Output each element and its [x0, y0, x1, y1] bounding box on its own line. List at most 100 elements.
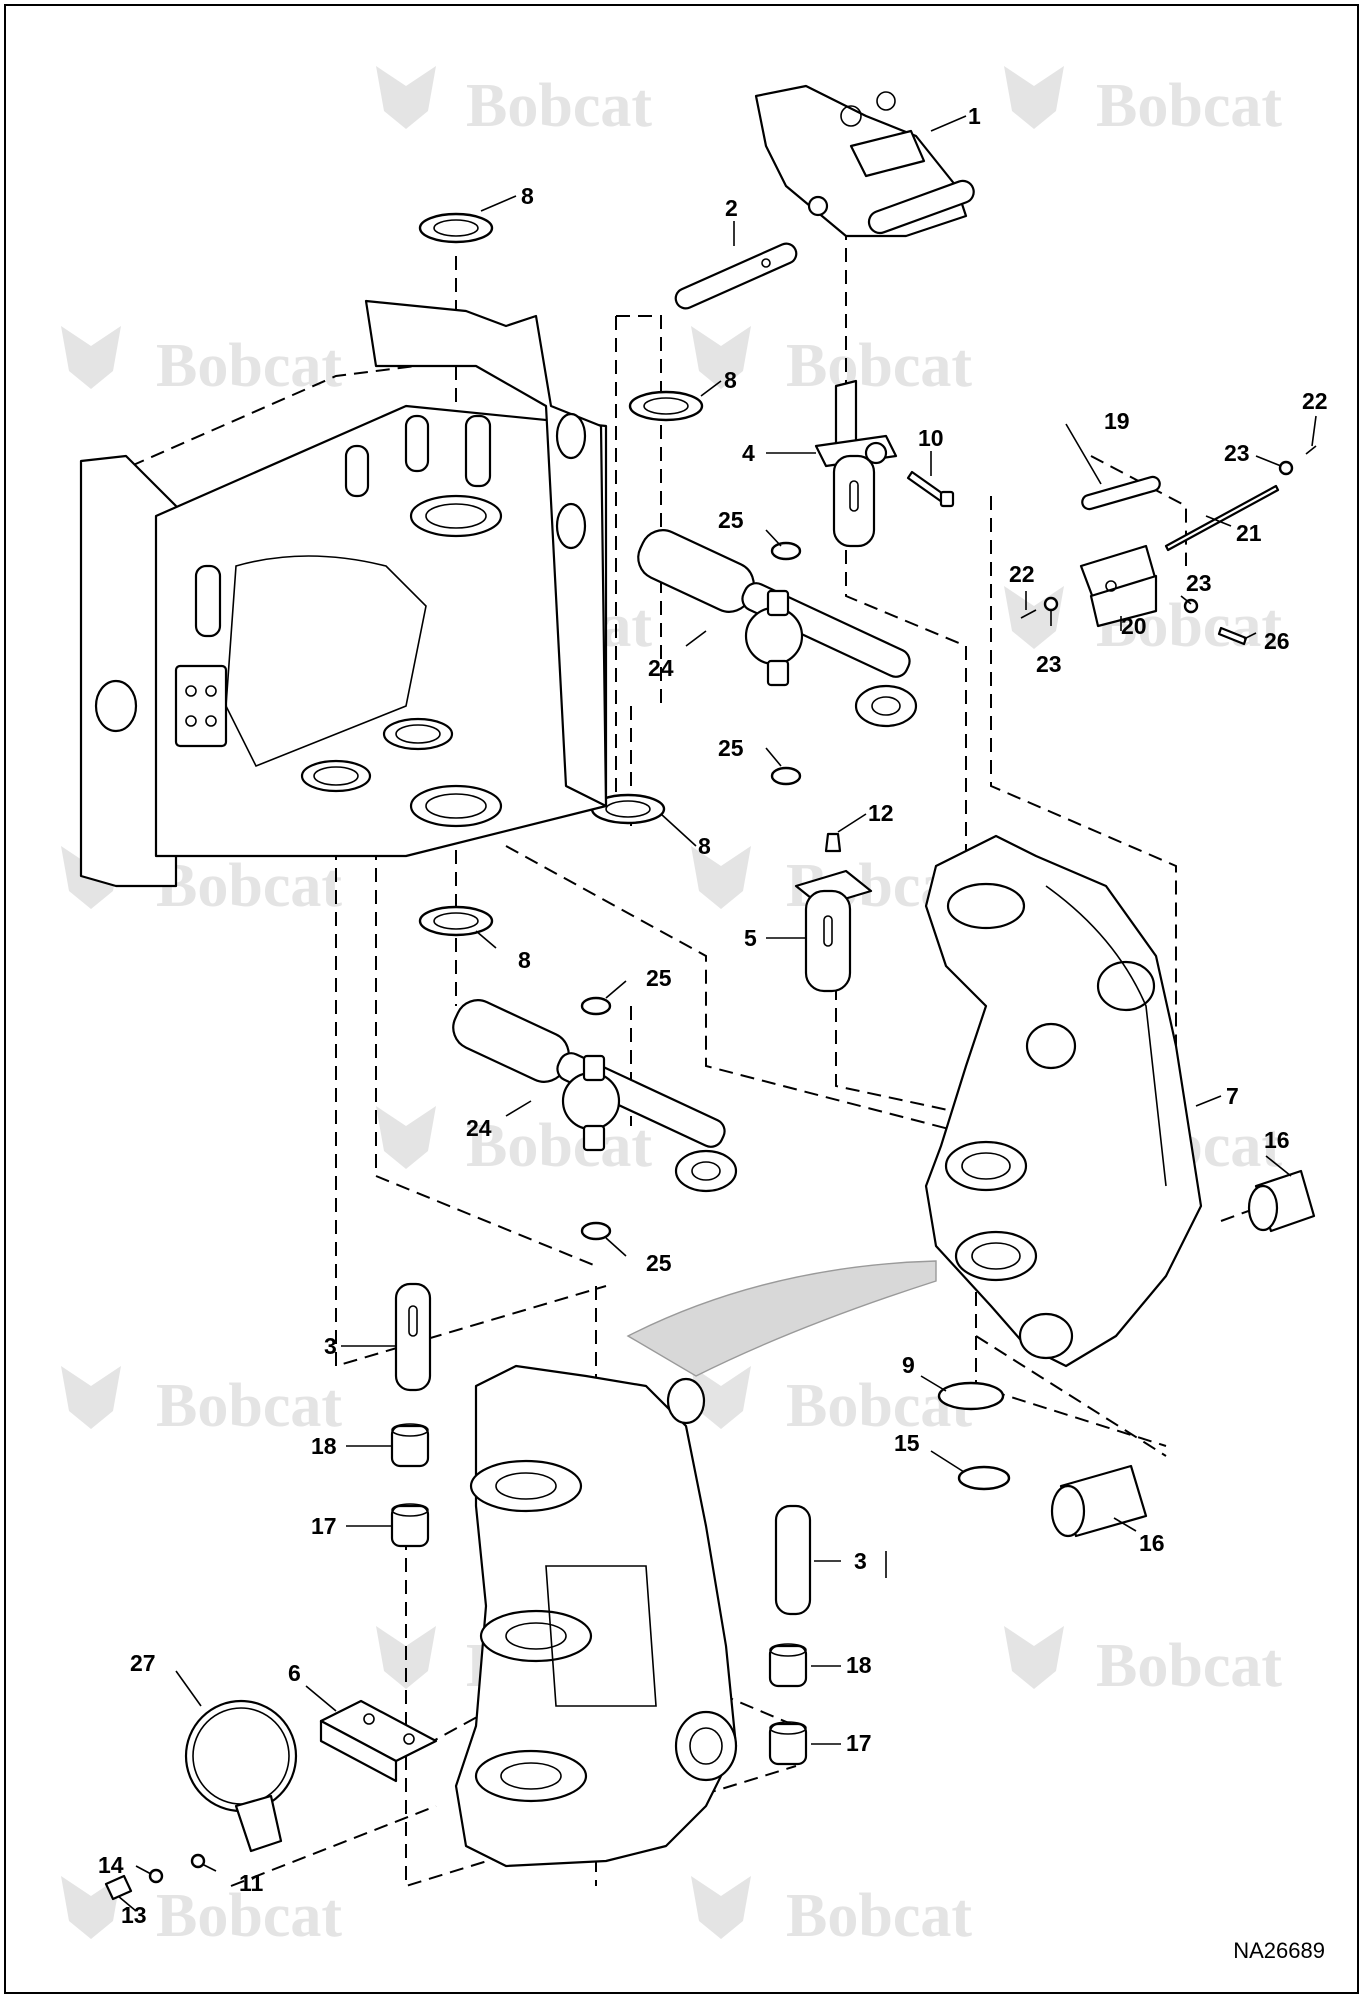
part-25-oring	[580, 996, 612, 1016]
callout-label: 4	[742, 440, 755, 466]
callout-label: 5	[744, 925, 757, 951]
part-15-snap-ring	[957, 1465, 1011, 1491]
part-25-oring	[770, 541, 802, 561]
part-2-pin	[674, 242, 798, 310]
callout-label: 15	[894, 1430, 920, 1456]
callout-label: 17	[846, 1730, 872, 1756]
svg-text:Bobcat: Bobcat	[786, 1882, 972, 1950]
diagram-frame: Bobcat Bobcat Bobcat Bobcat Bobcat Bobca…	[4, 4, 1359, 1994]
part-16-bushing-bottom	[1050, 1464, 1148, 1538]
part-18-bushing-left	[390, 1423, 430, 1468]
part-25-oring	[580, 1221, 612, 1241]
part-3-pin-right	[774, 1504, 812, 1616]
svg-text:Bobcat: Bobcat	[786, 332, 972, 400]
detail-highlight	[626, 1260, 937, 1377]
callout-label: 18	[846, 1652, 872, 1678]
watermark: Bobcat	[691, 1366, 972, 1440]
part-26-bolt	[1217, 626, 1248, 646]
part-22-cotter-top	[1305, 445, 1317, 455]
callout-label: 18	[311, 1433, 337, 1459]
part-8-washer-right	[590, 793, 666, 825]
watermark: Bobcat	[376, 66, 652, 140]
part-13-bolt	[104, 1874, 133, 1901]
watermark: Bobcat	[1004, 66, 1282, 140]
part-27-shield	[184, 1699, 298, 1853]
part-10-bolt	[906, 470, 955, 508]
callout-label: 24	[466, 1115, 492, 1141]
callout-label: 27	[130, 1650, 156, 1676]
svg-text:Bobcat: Bobcat	[466, 1112, 652, 1180]
part-24-cylinder-upper	[637, 529, 918, 728]
watermark: Bobcat	[61, 1366, 342, 1440]
callout-label: 8	[698, 833, 711, 859]
part-14-washer	[148, 1868, 164, 1884]
svg-text:Bobcat: Bobcat	[156, 1882, 342, 1950]
callout-label: 9	[902, 1352, 915, 1378]
callout-label: 16	[1139, 1530, 1165, 1556]
part-19-pin	[1081, 475, 1161, 511]
part-8-washer-mid	[628, 390, 704, 422]
callout-label: 3	[854, 1548, 867, 1574]
svg-text:Bobcat: Bobcat	[156, 1372, 342, 1440]
watermark: Bobcat	[376, 1106, 652, 1180]
part-6-bracket-plate	[319, 1699, 438, 1783]
callout-label: 7	[1226, 1083, 1239, 1109]
exploded-parts-diagram: Bobcat Bobcat Bobcat Bobcat Bobcat Bobca…	[61, 66, 1328, 1950]
callout-label: 25	[718, 735, 744, 761]
part-20-latch-block	[1079, 544, 1158, 628]
part-4-pivot-pin	[814, 379, 898, 548]
part-17-bushing-left	[390, 1503, 430, 1548]
watermark: Bobcat	[61, 326, 342, 400]
callout-label: 8	[521, 183, 534, 209]
callout-label: 19	[1104, 408, 1130, 434]
svg-text:Bobcat: Bobcat	[156, 332, 342, 400]
svg-text:Bobcat: Bobcat	[1096, 1632, 1282, 1700]
part-5-pivot-pin	[794, 869, 873, 993]
svg-text:Bobcat: Bobcat	[156, 852, 342, 920]
part-9-ring	[937, 1381, 1005, 1411]
callout-label: 16	[1264, 1127, 1290, 1153]
callout-labels: 1 2 3 3 4 5 6 7 8 8 8 8 9 10 11 12 13 14…	[98, 103, 1328, 1928]
part-22-cotter-left	[1020, 609, 1037, 619]
callout-label: 13	[121, 1902, 147, 1928]
callout-label: 24	[648, 655, 674, 681]
callout-label: 3	[324, 1333, 337, 1359]
part-25-oring	[770, 766, 802, 786]
callout-label: 1	[968, 103, 981, 129]
callout-label: 25	[718, 507, 744, 533]
callout-label: 20	[1121, 613, 1147, 639]
mount-frame	[79, 299, 608, 888]
callout-label: 26	[1264, 628, 1290, 654]
part-3-pin-left	[394, 1282, 432, 1392]
part-23-washer-left	[1043, 596, 1059, 612]
callout-label: 25	[646, 965, 672, 991]
watermark: Bobcat	[1004, 1626, 1282, 1700]
part-18-bushing-right	[768, 1643, 808, 1688]
callout-label: 22	[1302, 388, 1328, 414]
part-8-washer-top	[418, 212, 494, 244]
callout-label: 12	[868, 800, 894, 826]
drawing-id-label: NA26689	[1233, 1938, 1325, 1963]
callout-label: 23	[1036, 651, 1062, 677]
callout-label: 17	[311, 1513, 337, 1539]
callout-label: 8	[518, 947, 531, 973]
callout-label: 22	[1009, 561, 1035, 587]
svg-text:Bobcat: Bobcat	[786, 1372, 972, 1440]
part-23-washer-top	[1278, 460, 1294, 476]
callout-label: 6	[288, 1660, 301, 1686]
part-12-grease-fitting	[824, 832, 842, 853]
callout-label: 23	[1224, 440, 1250, 466]
part-21-rod	[1164, 484, 1280, 552]
part-16-bushing-top	[1247, 1169, 1316, 1233]
swing-casting	[454, 1364, 738, 1868]
part-8-washer-bottom	[418, 905, 494, 937]
callout-label: 25	[646, 1250, 672, 1276]
part-11-washer	[190, 1853, 206, 1869]
part-7-swing-bracket	[924, 834, 1203, 1368]
callout-label: 23	[1186, 570, 1212, 596]
callout-label: 8	[724, 367, 737, 393]
watermark: Bobcat	[61, 1876, 342, 1950]
watermark: Bobcat	[691, 1876, 972, 1950]
callout-label: 14	[98, 1852, 124, 1878]
svg-text:Bobcat: Bobcat	[1096, 72, 1282, 140]
